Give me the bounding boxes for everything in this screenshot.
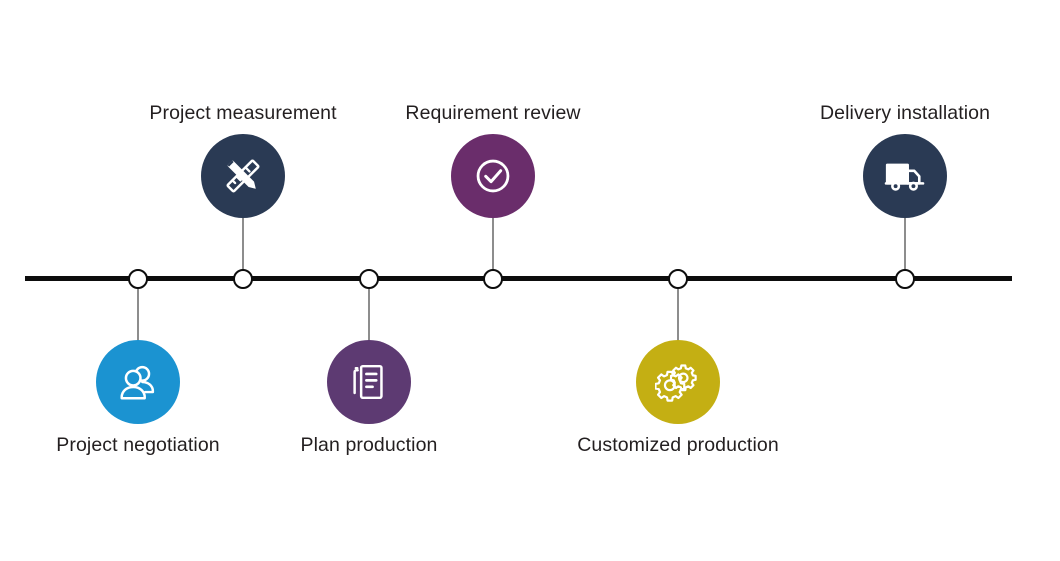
pencil-ruler-icon — [220, 153, 266, 199]
connector-stem — [242, 216, 244, 279]
timeline-node-project-negotiation[interactable] — [128, 268, 148, 289]
delivery-truck-icon — [882, 153, 928, 199]
step-icon-bubble-plan-production[interactable] — [327, 340, 411, 424]
timeline-node-customized-production[interactable] — [668, 268, 688, 289]
timeline-axis — [25, 276, 1012, 281]
people-group-icon — [115, 359, 161, 405]
step-label-project-measurement: Project measurement — [149, 102, 337, 124]
connector-stem — [677, 279, 679, 342]
gears-icon — [655, 359, 701, 405]
step-label-plan-production: Plan production — [300, 434, 438, 456]
timeline-node-project-measurement[interactable] — [233, 268, 253, 289]
timeline-node-plan-production[interactable] — [359, 268, 379, 289]
check-circle-icon — [470, 153, 516, 199]
connector-stem — [137, 279, 139, 342]
connector-stem — [492, 216, 494, 279]
step-icon-bubble-project-measurement[interactable] — [201, 134, 285, 218]
connector-stem — [904, 216, 906, 279]
step-label-customized-production: Customized production — [577, 434, 779, 456]
step-icon-bubble-delivery-installation[interactable] — [863, 134, 947, 218]
step-icon-bubble-requirement-review[interactable] — [451, 134, 535, 218]
documents-icon — [346, 359, 392, 405]
step-label-requirement-review: Requirement review — [405, 102, 581, 124]
timeline-node-requirement-review[interactable] — [483, 268, 503, 289]
connector-stem — [368, 279, 370, 342]
step-icon-bubble-project-negotiation[interactable] — [96, 340, 180, 424]
step-label-project-negotiation: Project negotiation — [56, 434, 220, 456]
step-icon-bubble-customized-production[interactable] — [636, 340, 720, 424]
timeline-node-delivery-installation[interactable] — [895, 268, 915, 289]
step-label-delivery-installation: Delivery installation — [819, 102, 991, 124]
